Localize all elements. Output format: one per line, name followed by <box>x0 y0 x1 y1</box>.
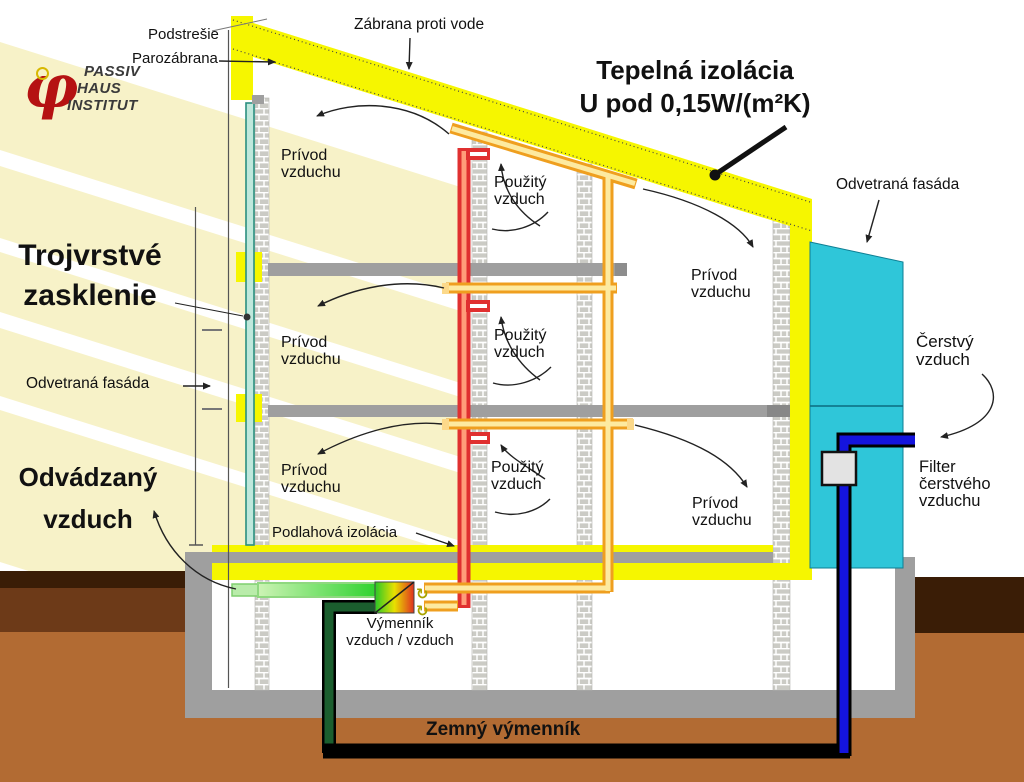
label-zemny-vymennik: Zemný výmenník <box>426 719 581 740</box>
window-glazing <box>245 102 255 546</box>
arrow-odvetrana-right <box>865 199 880 243</box>
used-air-outlets <box>466 148 490 444</box>
label-pouzity-vzduch-1: Použitý vzduch <box>494 174 547 208</box>
arrow-supply-right2 <box>634 424 748 488</box>
label-cerstvy-vzduch: Čerstvý vzduch <box>916 332 974 369</box>
label-odvetrana-fasada-right: Odvetraná fasáda <box>836 176 960 193</box>
right-wall-insulation <box>790 200 812 577</box>
arrow-supply-right1 <box>642 188 754 248</box>
label-privod-vzduchu-5: Prívod vzduchu <box>692 495 752 529</box>
label-trojvrstve-zasklenie: Trojvrstvé zasklenie <box>18 239 162 312</box>
arrow-cerstvy <box>940 373 995 439</box>
logo-phi-symbol: φ <box>24 52 79 122</box>
label-pouzity-vzduch-2: Použitý vzduch <box>494 327 547 361</box>
arrow-supply-room2 <box>317 283 445 307</box>
logo-dot-icon <box>36 67 49 80</box>
label-odvetrana-fasada-left: Odvetraná fasáda <box>26 375 150 392</box>
logo-text-passiv: PASSIV <box>84 63 141 80</box>
slab-upper <box>268 263 627 276</box>
arrow-used1 <box>498 163 541 227</box>
fresh-air-panel <box>809 241 904 569</box>
label-privod-vzduchu-3: Prívod vzduchu <box>281 462 341 496</box>
arrow-zabrana <box>405 37 413 70</box>
fresh-air-pipe <box>836 432 915 756</box>
leader-podstresie <box>211 18 268 32</box>
fresh-air-filter-box <box>820 450 858 487</box>
logo-text-haus: HAUS <box>77 80 122 97</box>
label-podlahova-izolacia: Podlahová izolácia <box>272 524 398 541</box>
label-vymennik: Výmenník vzduch / vzduch <box>346 615 454 649</box>
arrow-used2 <box>498 316 541 381</box>
label-privod-vzduchu-1: Prívod vzduchu <box>281 147 341 181</box>
tepelna-pointer <box>709 124 788 181</box>
glazing-pointer-dot <box>243 313 251 321</box>
arrow-supply-room3 <box>317 422 443 455</box>
exhaust-pipe <box>257 582 377 598</box>
air-to-air-exchanger: ↻ ↻ <box>231 581 429 620</box>
supply-ducts <box>424 122 638 594</box>
leader-trojvrstve <box>174 302 244 317</box>
flow-cycle-icon: ↻ <box>416 602 429 620</box>
floors <box>212 252 812 580</box>
ground-floor-slab <box>212 552 773 563</box>
logo-text-institut: INSTITUT <box>67 97 138 114</box>
label-zabrana-proti-vode: Zábrana proti vode <box>354 16 485 33</box>
ground-heat-exchanger-pipe <box>322 600 850 759</box>
label-pouzity-vzduch-3: Použitý vzduch <box>491 459 544 493</box>
arrow-podlahova <box>415 532 455 548</box>
annotation-arrows <box>152 18 995 590</box>
label-odvadzany-vzduch: Odvádzaný vzduch <box>18 462 158 534</box>
floor-insulation <box>212 563 812 580</box>
flow-cycle-icon: ↻ <box>416 585 429 603</box>
label-privod-vzduchu-2: Prívod vzduchu <box>281 334 341 368</box>
arrow-supply-room1 <box>316 104 450 135</box>
arrow-parozabrana <box>218 58 276 66</box>
label-parozabrana: Parozábrana <box>132 50 218 67</box>
label-filter-cerstveho: Filter čerstvého vzduchu <box>919 458 991 510</box>
slab-middle <box>268 405 790 417</box>
arrow-used3 <box>500 444 546 480</box>
label-podstresie: Podstrešie <box>148 26 219 43</box>
foundation <box>185 552 915 718</box>
arrow-odvadzany <box>152 510 237 590</box>
brick-column-right-wall <box>772 212 791 691</box>
label-privod-vzduchu-4: Prívod vzduchu <box>691 267 751 301</box>
label-tepelna-izolacia: Tepelná izolácia U pod 0,15W/(m²K) <box>579 55 811 118</box>
